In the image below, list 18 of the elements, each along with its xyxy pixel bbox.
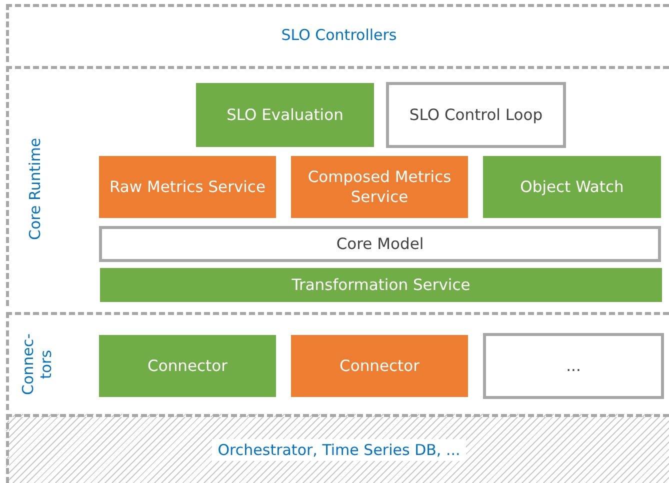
layer-label: SLO Controllers bbox=[281, 26, 397, 44]
service-box: Connector bbox=[99, 335, 276, 397]
service-box: Composed Metrics Service bbox=[291, 156, 468, 218]
service-box: Object Watch bbox=[483, 156, 661, 218]
service-box: Raw Metrics Service bbox=[99, 156, 276, 218]
layer-label: Orchestrator, Time Series DB, ... bbox=[212, 439, 466, 461]
component-box: SLO Control Loop bbox=[386, 82, 566, 148]
component-box: ... bbox=[483, 333, 664, 399]
layer-band bbox=[6, 66, 669, 306]
hatched-layer-band bbox=[6, 414, 669, 483]
layer-band bbox=[6, 4, 669, 62]
layer-band bbox=[6, 312, 669, 410]
service-box: Transformation Service bbox=[100, 268, 662, 302]
component-box: Core Model bbox=[99, 226, 661, 262]
layer-label: Core Runtime bbox=[26, 136, 44, 242]
service-box: Connector bbox=[291, 335, 468, 397]
layer-label: Connec- tors bbox=[19, 332, 55, 397]
service-box: SLO Evaluation bbox=[196, 83, 374, 147]
